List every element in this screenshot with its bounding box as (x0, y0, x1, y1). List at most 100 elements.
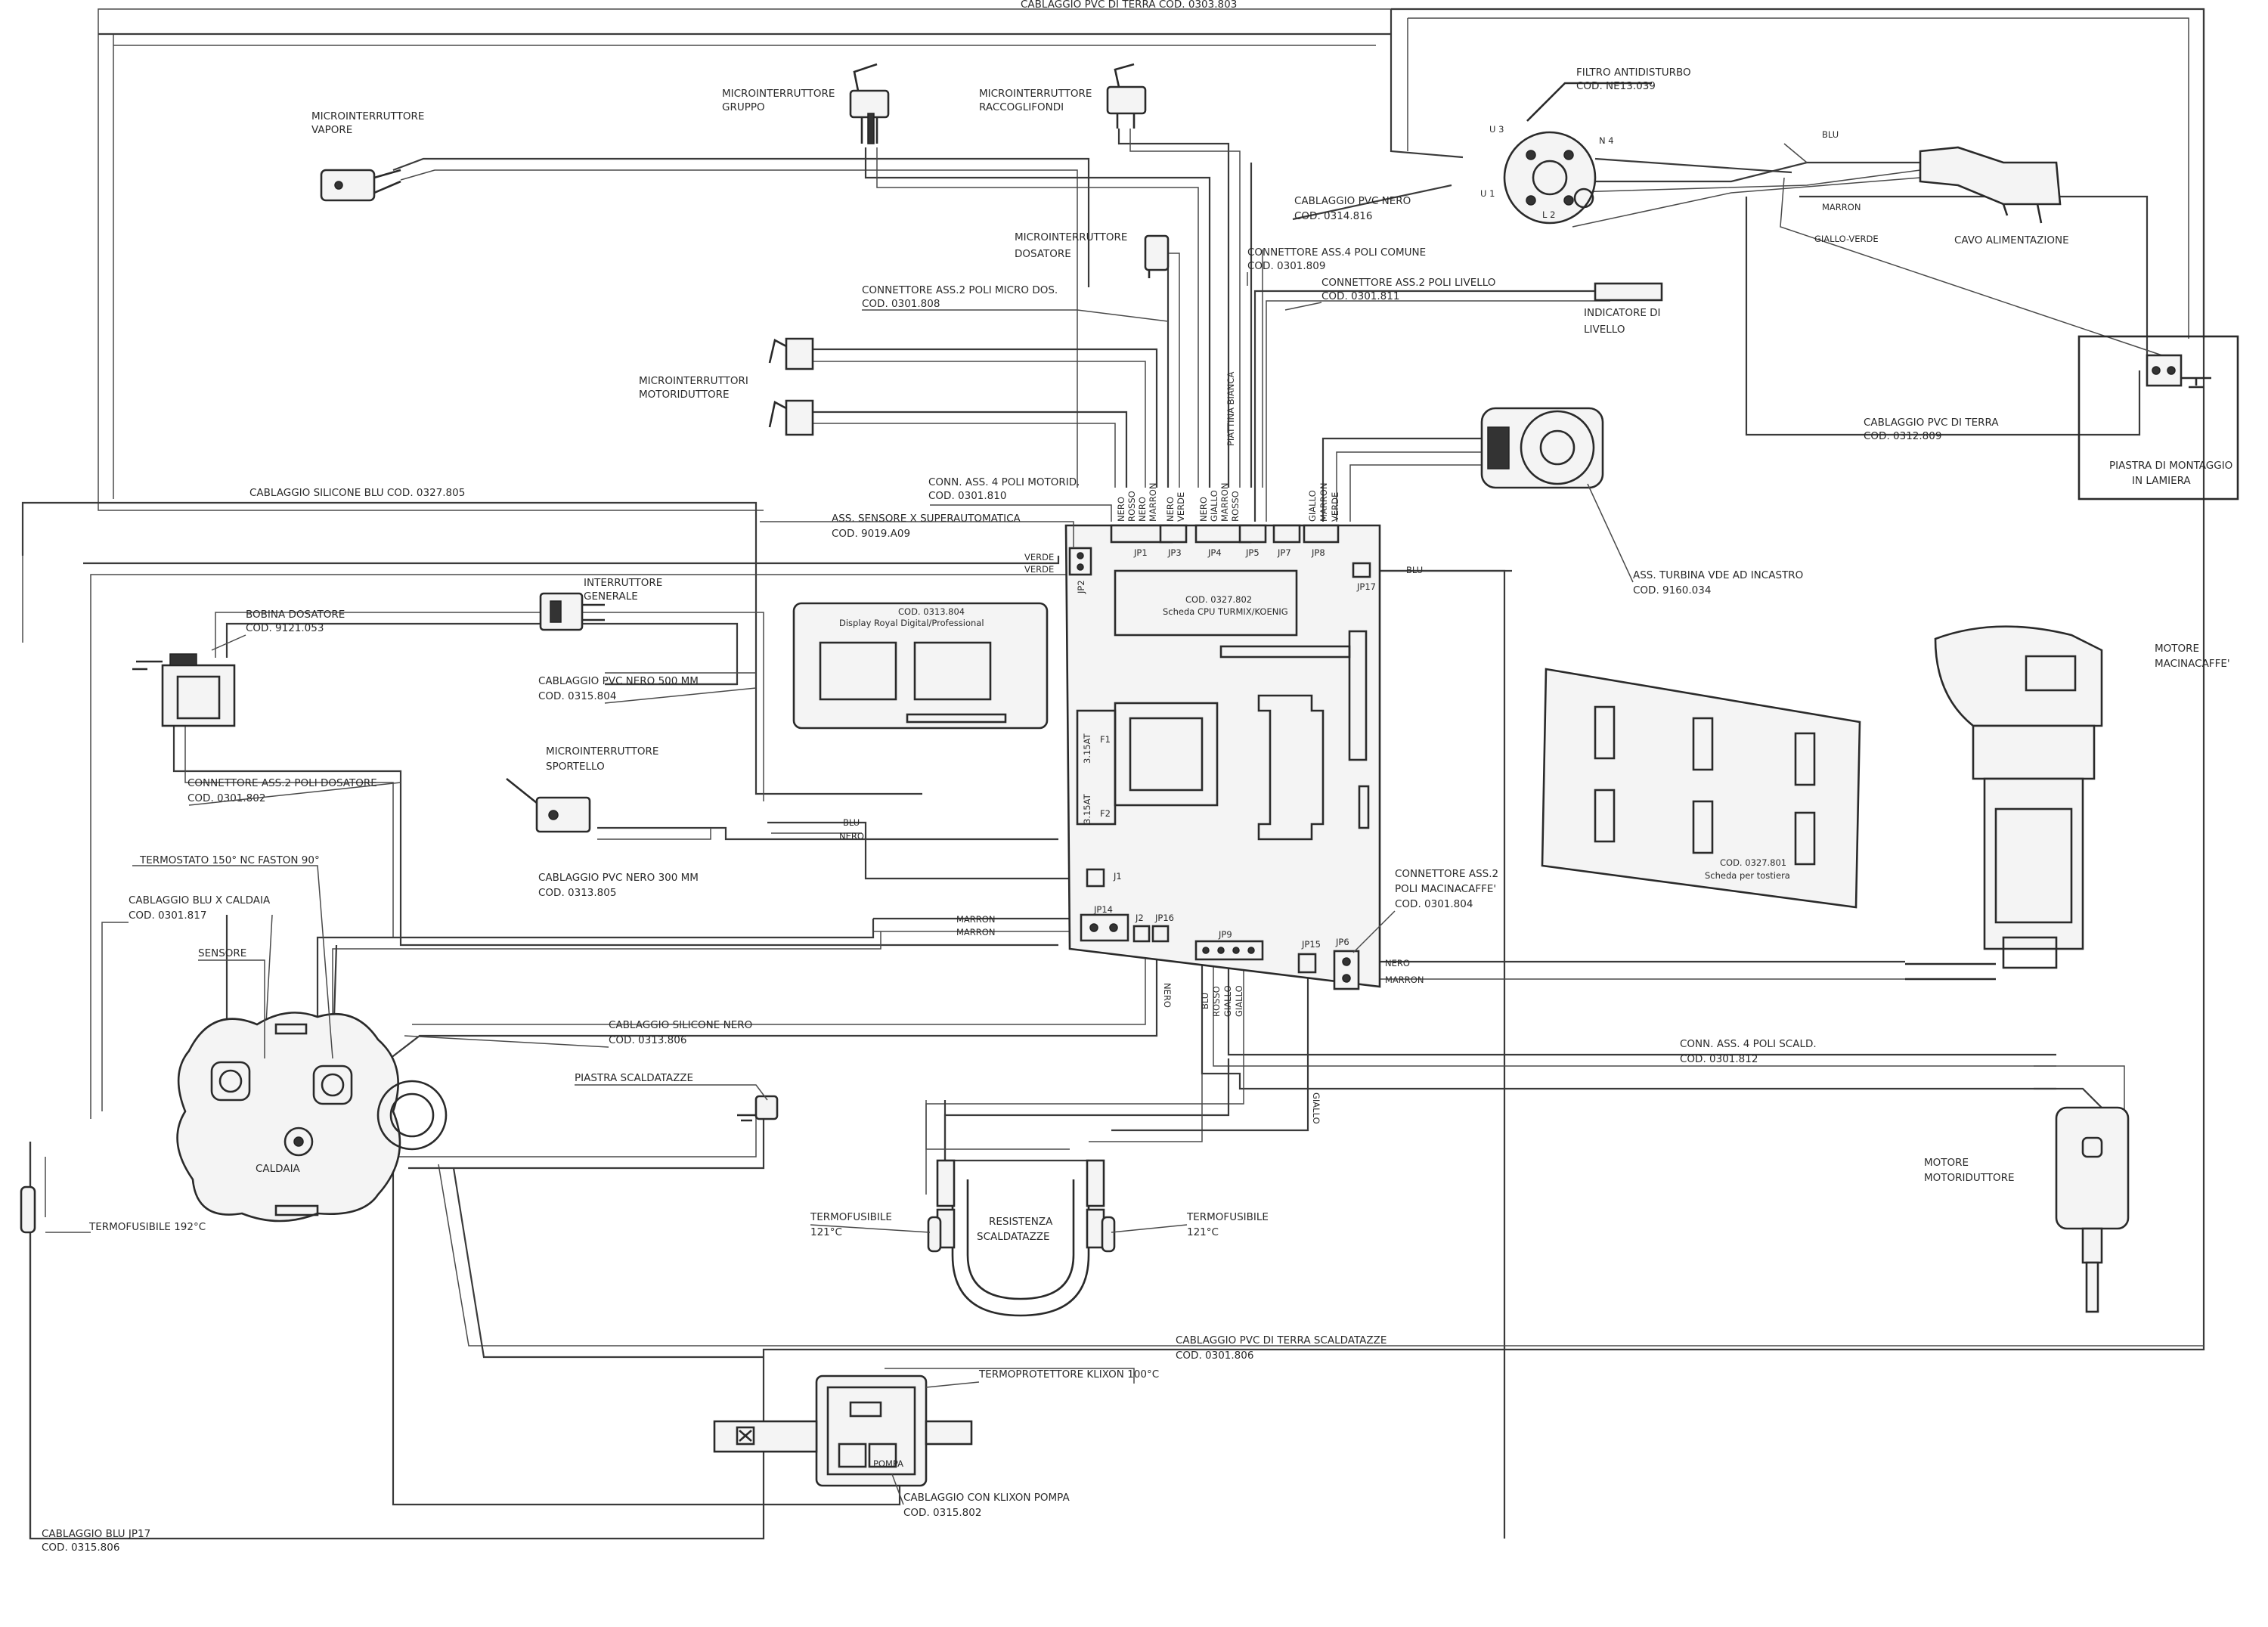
micro-motoriduttore-icon (768, 337, 814, 436)
label-jp16: JP16 (1154, 913, 1174, 923)
label-tostiera: Scheda per tostiera (1705, 870, 1790, 881)
label-caldaia: CALDAIA (256, 1163, 301, 1175)
label-jp2: JP2 (1076, 580, 1086, 594)
label-cablaggio-500: CABLAGGIO PVC NERO 500 MM (538, 675, 699, 687)
label-indicatore-2: LIVELLO (1584, 324, 1625, 336)
label-jp6: JP6 (1335, 937, 1349, 947)
label-indicatore: INDICATORE DI (1584, 307, 1661, 319)
label-motore-macina-2: MACINACAFFE' (2155, 658, 2230, 670)
label-cablaggio-300-cod: COD. 0313.805 (538, 887, 616, 899)
micro-vapore-icon (320, 169, 401, 202)
label-ass-sensore-cod: COD. 9019.A09 (832, 528, 910, 540)
label-jp9-wire-3: GIALLO (1234, 985, 1244, 1017)
label-conn-2-dosatore-cod: COD. 0301.802 (187, 792, 265, 804)
label-conn-4-scald-cod: COD. 0301.812 (1680, 1053, 1758, 1065)
pompa-icon (713, 1374, 973, 1487)
label-cavo-alim: CAVO ALIMENTAZIONE (1954, 234, 2069, 246)
label-termofusibile-l-t: 121°C (810, 1226, 842, 1238)
label-blu-jp17: BLU (1406, 565, 1423, 575)
label-sensore: SENSORE (198, 947, 246, 959)
label-conn-2-livello-cod: COD. 0301.811 (1321, 290, 1399, 302)
label-jp1-wire-0: NERO (1116, 497, 1126, 522)
label-f2: F2 (1100, 808, 1111, 819)
label-marron1: MARRON (956, 914, 995, 925)
label-piastra-montaggio: PIASTRA DI MONTAGGIO (2109, 460, 2232, 472)
label-filtro: FILTRO ANTIDISTURBO (1576, 67, 1691, 79)
plug-icon (1919, 146, 2062, 224)
caldaia-icon (176, 1012, 448, 1223)
label-blu-j1: BLU (843, 817, 860, 828)
label-micro-gruppo-2: GRUPPO (722, 101, 765, 113)
label-resistenza-2: SCALDATAZZE (977, 1231, 1050, 1243)
label-cablaggio-blu-caldaia-cod: COD. 0301.817 (129, 910, 206, 922)
label-jp3-wire-1: VERDE (1176, 492, 1186, 522)
label-ass-turbina-cod: COD. 9160.034 (1633, 584, 1711, 597)
label-cablaggio-pvc-terra-2: CABLAGGIO PVC DI TERRA (1864, 417, 1999, 429)
label-verde2: VERDE (1024, 564, 1054, 575)
turbina-icon (1480, 407, 1604, 489)
label-u1: U 1 (1480, 188, 1495, 199)
label-piastra-montaggio-2: IN LAMIERA (2132, 475, 2191, 487)
label-cablaggio-500-cod: COD. 0315.804 (538, 690, 616, 702)
label-micro-sportello-2: SPORTELLO (546, 761, 605, 773)
label-j2: J2 (1135, 913, 1144, 923)
label-jp4-wire-0: NERO (1198, 497, 1209, 522)
label-bobina-cod: COD. 9121.053 (246, 622, 324, 634)
label-fuse2: 3.15AT (1082, 793, 1092, 824)
label-resistenza: RESISTENZA (989, 1216, 1053, 1228)
label-micro-raccogli-2: RACCOGLIFONDI (979, 101, 1064, 113)
label-micro-vapore-2: VAPORE (311, 124, 352, 136)
label-micro-sportello: MICROINTERRUTTORE (546, 745, 658, 758)
label-cablaggio-300: CABLAGGIO PVC NERO 300 MM (538, 872, 699, 884)
micro-sportello-icon (506, 777, 591, 833)
label-conn-2-micro-dos-cod: COD. 0301.808 (862, 298, 940, 310)
label-jp9: JP9 (1218, 929, 1232, 940)
label-nero-jp6: NERO (1385, 958, 1410, 968)
label-verde1: VERDE (1024, 552, 1054, 562)
label-conn-4-motorid: CONN. ASS. 4 POLI MOTORID. (928, 476, 1080, 488)
label-termofusibile-r: TERMOFUSIBILE (1186, 1211, 1269, 1223)
label-cablaggio-silicone-blu: CABLAGGIO SILICONE BLU COD. 0327.805 (249, 487, 465, 499)
label-conn-2-macina: CONNETTORE ASS.2 (1395, 868, 1498, 880)
label-jp1: JP1 (1133, 547, 1148, 558)
label-conn-2-macina-cod: COD. 0301.804 (1395, 898, 1473, 910)
label-motore-motorid-2: MOTORIDUTTORE (1924, 1172, 2015, 1184)
label-bobina: BOBINA DOSATORE (246, 609, 345, 621)
label-jp3-wire-0: NERO (1165, 497, 1176, 522)
label-jp7: JP7 (1277, 547, 1291, 558)
label-pompa: POMPA (873, 1458, 903, 1469)
label-conn-4-motorid-cod: COD. 0301.810 (928, 490, 1006, 502)
motore-macinacaffe-icon (1905, 625, 2103, 981)
label-cablaggio-pvc-nero: CABLAGGIO PVC NERO (1294, 195, 1411, 207)
label-jp8-wire-2: VERDE (1330, 492, 1340, 522)
label-l2: L 2 (1542, 209, 1555, 220)
label-micro-motorid-2: MOTORIDUTTORE (639, 389, 730, 401)
bobina-dosatore-icon (132, 653, 236, 727)
label-conn-2-micro-dos: CONNETTORE ASS.2 POLI MICRO DOS. (862, 284, 1058, 296)
label-piattina: PIATTINA BIANCA (1225, 372, 1236, 446)
label-giallo-verde: GIALLO-VERDE (1814, 234, 1879, 244)
label-ass-sensore: ASS. SENSORE X SUPERAUTOMATICA (832, 513, 1021, 525)
label-conn-4-comune-cod: COD. 0301.809 (1247, 260, 1325, 272)
label-blu-cavo: BLU (1822, 129, 1839, 140)
label-cablaggio-pvc-terra-2-cod: COD. 0312.809 (1864, 430, 1941, 442)
label-j1: J1 (1113, 871, 1122, 882)
label-cablaggio-blu-caldaia: CABLAGGIO BLU X CALDAIA (129, 894, 271, 906)
label-cablaggio-pvc-terra-top: CABLAGGIO PVC DI TERRA COD. 0303.803 (1021, 0, 1237, 11)
micro-gruppo-icon (849, 63, 890, 144)
label-jp9-wire-1: ROSSO (1211, 986, 1222, 1017)
label-termofusibile-192: TERMOFUSIBILE 192°C (88, 1221, 206, 1233)
label-cablaggio-terra-scald-cod: COD. 0301.806 (1176, 1350, 1253, 1362)
micro-raccogli-icon (1106, 63, 1147, 129)
label-scheda-cpu: Scheda CPU TURMIX/KOENIG (1163, 606, 1288, 617)
micro-dosatore-icon (1144, 234, 1170, 278)
piastra-scaldatazze-icon (737, 1095, 779, 1122)
labels: CABLAGGIO PVC DI TERRA COD. 0303.803 MIC… (42, 0, 2232, 1554)
resistenza-scaldatazze-icon (936, 1159, 1105, 1317)
label-conn-2-dosatore: CONNETTORE ASS.2 POLI DOSATORE (187, 777, 377, 789)
cpu-board (1064, 524, 1381, 990)
label-jp5: JP5 (1245, 547, 1259, 558)
piastra-montaggio-box (2077, 335, 2239, 500)
label-ass-turbina: ASS. TURBINA VDE AD INCASTRO (1633, 569, 1803, 581)
label-scheda-cpu-cod: COD. 0327.802 (1185, 594, 1252, 605)
